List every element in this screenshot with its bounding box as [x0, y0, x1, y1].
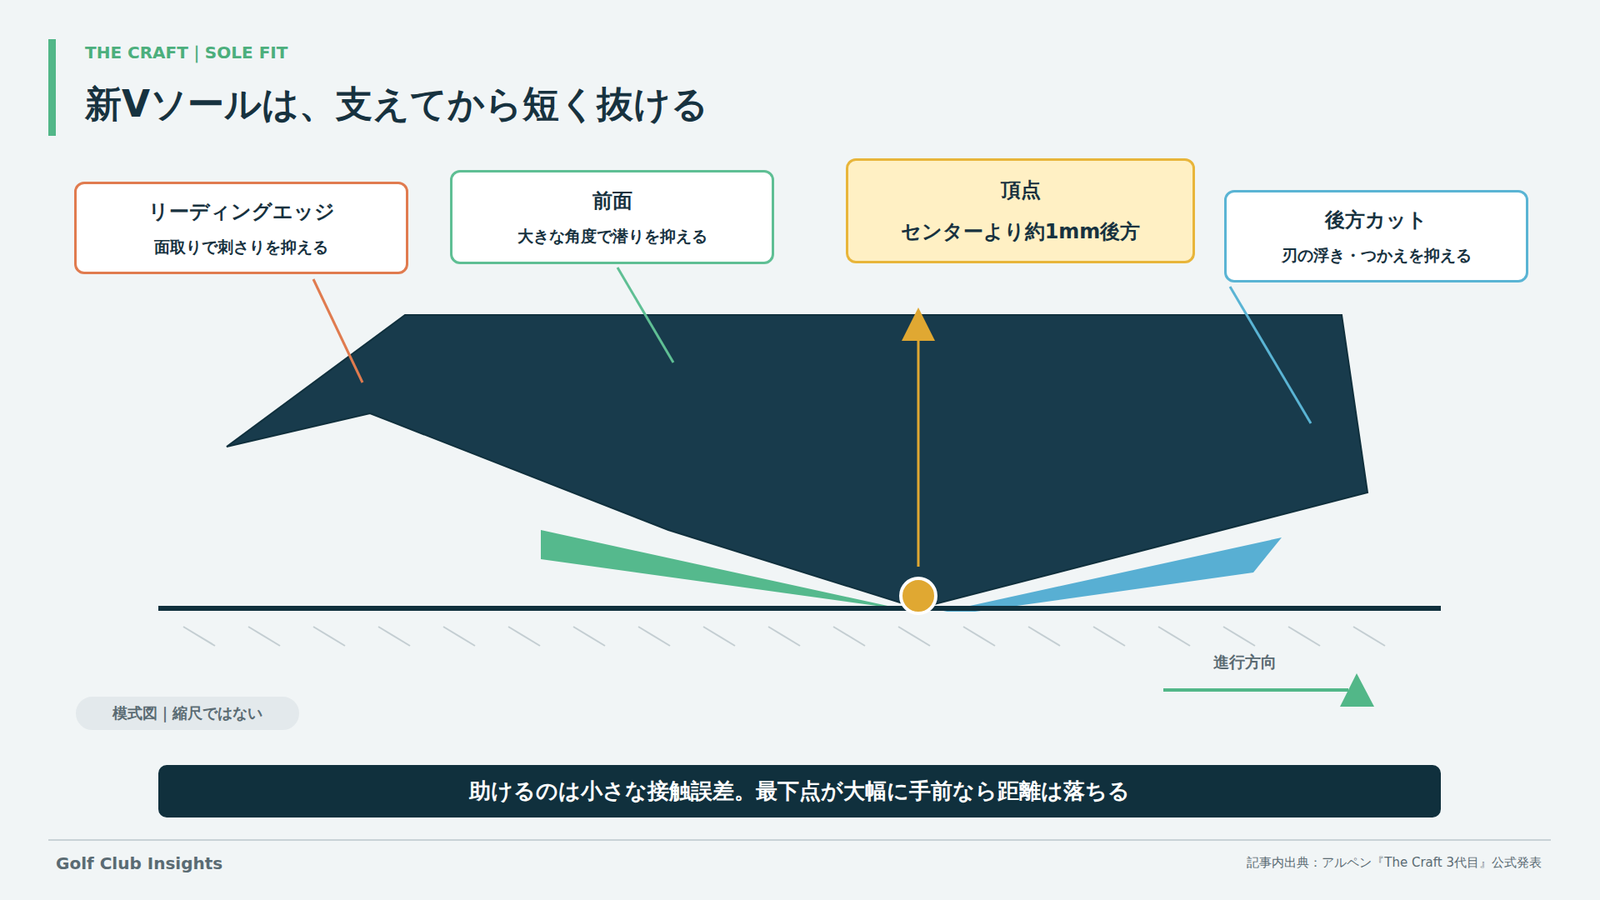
hatch-stroke: [443, 626, 475, 646]
hatch-stroke: [963, 626, 995, 646]
hatch-stroke: [183, 626, 215, 646]
node-text: 面取りで刺さりを抑える: [154, 236, 329, 259]
note-pill: 模式図｜縮尺ではない: [75, 696, 300, 730]
hatch-stroke: [1093, 626, 1125, 646]
hatch-stroke: [1158, 626, 1190, 646]
callout-box: リーディングエッジ面取りで刺さりを抑える: [74, 181, 409, 275]
hatch-stroke: [638, 626, 670, 646]
ground-hatching: [183, 626, 1385, 646]
callout-heading: 前面: [592, 187, 633, 215]
callout-box: 後方カット刃の浮き・つかえを抑える: [1224, 190, 1529, 283]
hatch-stroke: [898, 626, 930, 646]
node-text: 刃の浮き・つかえを抑える: [1281, 245, 1472, 267]
text-label: 記事内出典：アルペン『The Craft 3代目』公式発表: [1246, 855, 1542, 871]
hatch-stroke: [833, 626, 865, 646]
leader-line: [313, 279, 363, 383]
accent-bar: [48, 39, 56, 136]
apex-arrow-line: [917, 337, 920, 567]
callout-heading: 後方カット: [1325, 206, 1428, 234]
text-label: THE CRAFT｜SOLE FIT: [85, 41, 288, 65]
rear-cut-wedge: [943, 537, 1282, 612]
page-title: 新Vソールは、支えてから短く抜ける: [85, 80, 709, 130]
leader-line: [1230, 286, 1311, 424]
hatch-stroke: [248, 626, 280, 646]
hatch-stroke: [1223, 626, 1255, 646]
direction-arrow-line: [1163, 688, 1349, 692]
callout-heading: リーディングエッジ: [148, 198, 335, 225]
leader-line: [617, 267, 674, 363]
front-angle-wedge: [540, 530, 907, 610]
ground-line: [158, 605, 1441, 611]
node-text: 模式図｜縮尺ではない: [112, 703, 263, 724]
summary-band: 助けるのは小さな接触誤差。最下点が大幅に手前なら距離は落ちる: [158, 765, 1441, 818]
callout-heading: 頂点: [1000, 176, 1041, 204]
node-text: 大きな角度で潜りを抑える: [517, 225, 708, 248]
hatch-stroke: [378, 626, 410, 646]
callout-box: 頂点センターより約1mm後方: [845, 158, 1195, 264]
direction-arrow-head: [1340, 673, 1375, 707]
text-label: 進行方向: [1213, 651, 1277, 674]
footer-rule: [48, 839, 1551, 841]
text-label: Golf Club Insights: [55, 853, 223, 874]
node-text: 助けるのは小さな接触誤差。最下点が大幅に手前なら距離は落ちる: [469, 776, 1130, 806]
hatch-stroke: [508, 626, 540, 646]
node-text: センターより約1mm後方: [900, 218, 1141, 245]
apex-dot: [900, 578, 936, 614]
hatch-stroke: [1288, 626, 1320, 646]
callout-box: 前面大きな角度で潜りを抑える: [450, 170, 775, 265]
hatch-stroke: [1028, 626, 1060, 646]
hatch-stroke: [768, 626, 800, 646]
hatch-stroke: [313, 626, 345, 646]
hatch-stroke: [573, 626, 605, 646]
hatch-stroke: [703, 626, 735, 646]
hatch-stroke: [1353, 626, 1385, 646]
apex-arrow-head: [901, 307, 935, 341]
